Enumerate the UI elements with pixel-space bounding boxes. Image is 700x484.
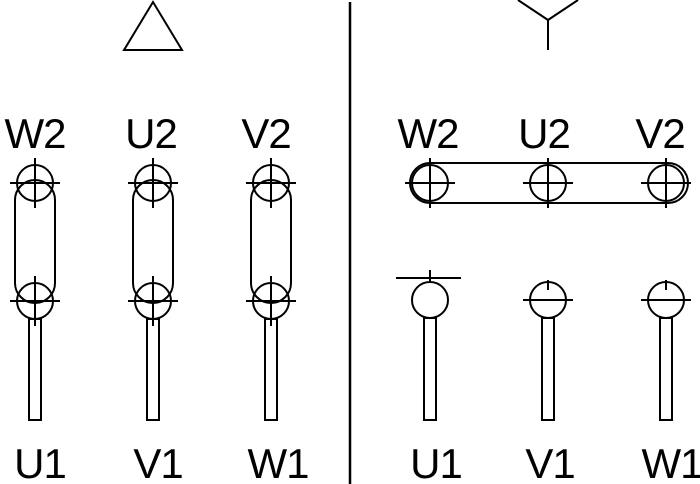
star-lead-2: [541, 317, 555, 421]
star-bottom-terminal-1: [411, 281, 449, 319]
star-lead-3: [659, 317, 673, 421]
delta-top-label-2: U2: [125, 110, 177, 157]
star-bottom-label-3: W1: [642, 440, 700, 484]
star-bottom-label-1: U1: [410, 440, 462, 484]
delta-terminal-column-2: [128, 158, 178, 421]
star-top-label-1: W2: [398, 110, 459, 157]
star-panel: [396, 0, 691, 421]
delta-bottom-label-3: W1: [248, 440, 309, 484]
star-bottom-label-2: V1: [525, 440, 574, 484]
star-top-label-2: U2: [518, 110, 570, 157]
star-top-label-3: V2: [635, 110, 684, 157]
star-wye-icon: [517, 0, 579, 50]
delta-lead-2: [146, 318, 160, 421]
delta-terminal-column-3: [246, 158, 296, 421]
delta-bottom-label-1: U1: [14, 440, 66, 484]
delta-terminal-column-1: [10, 158, 60, 421]
delta-lead-1: [28, 318, 42, 421]
delta-lead-3: [264, 318, 278, 421]
delta-top-label-1: W2: [5, 110, 66, 157]
delta-top-label-3: V2: [241, 110, 290, 157]
delta-bottom-label-2: V1: [133, 440, 182, 484]
delta-icon: [122, 0, 184, 51]
delta-panel: [10, 0, 296, 421]
star-lead-1: [423, 317, 437, 421]
